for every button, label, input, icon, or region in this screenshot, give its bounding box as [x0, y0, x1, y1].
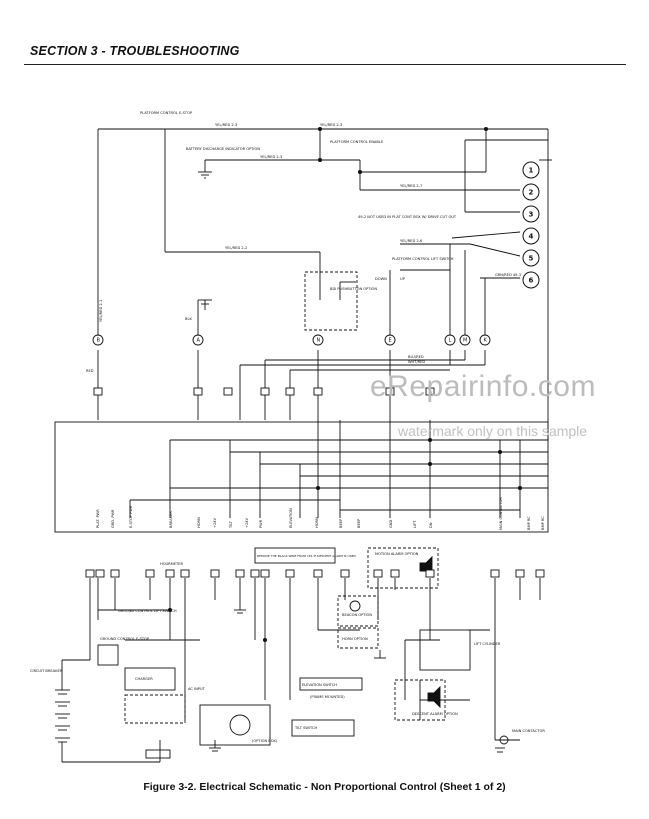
horn-option: [337, 627, 379, 649]
connector-b: B: [97, 338, 101, 344]
label-horn: HORN OPTION: [342, 637, 368, 641]
connector-k: K: [484, 338, 488, 344]
tilt-switch-box: [291, 719, 355, 737]
label-option-box: (OPTION BOX): [252, 739, 278, 743]
label-descent-alarm: DESCENT ALARM OPTION: [412, 712, 458, 716]
ground-estop-box: [97, 644, 119, 666]
charger-box: [124, 667, 176, 691]
label-red: RED: [86, 369, 94, 373]
label-up: UP: [400, 277, 406, 281]
connector-m: M: [463, 338, 467, 344]
bus-label: BEEP: [339, 518, 343, 528]
bus-label: E-STOP PWR: [129, 505, 133, 528]
descent-alarm-option: [394, 679, 446, 721]
connector-pin-1: 1: [529, 167, 534, 175]
figure-caption: Figure 3-2. Electrical Schematic - Non P…: [143, 781, 506, 793]
label-lift-cylinder: LIFT CYLINDER: [474, 642, 501, 646]
bus-label: BMP RC: [527, 516, 531, 530]
bdi-option-box: [304, 271, 358, 331]
motion-alarm-option: [367, 547, 439, 589]
letter-connectors: B A N E L M K: [92, 334, 491, 346]
numbered-connector: 1 2 3 4 5 6: [522, 159, 548, 289]
label-motion-alarm: MOTION ALARM OPTION: [375, 552, 419, 556]
label-ground-lift: GROUND CONTROL LIFT SWITCH: [118, 609, 177, 613]
label-main-contactor: MAIN CONTACTOR: [512, 729, 545, 733]
elevation-switch-box: [299, 677, 363, 691]
option-box: [199, 704, 271, 746]
connector-pin-3: 3: [529, 211, 534, 219]
watermark-main: eRepairinfo.com: [370, 370, 596, 403]
bus-label: DN: [429, 522, 433, 528]
label-yel-red-22: YEL/RED 2-2: [225, 246, 247, 250]
bus-label: +24V: [245, 517, 249, 528]
watermark-sub: watermark only on this sample: [398, 423, 588, 439]
label-ground-estop: GROUND CONTROL E-STOP: [100, 637, 150, 641]
label-hourmeter: HOURMETER: [160, 562, 183, 566]
label-wht-red: WHT/RED: [408, 360, 425, 364]
connector-pin-5: 5: [529, 255, 534, 263]
note-box: [254, 547, 336, 564]
bus-label: HORN: [315, 517, 319, 528]
bus-label: TILT: [229, 520, 233, 529]
label-note-remove: REMOVE THE BLACK WIRE FROM 1P1 IF DESCEN…: [257, 554, 357, 558]
label-blk: BLK: [185, 317, 192, 321]
beacon-symbol: [349, 600, 361, 612]
label-circuit-breaker: CIRCUIT BREAKER: [30, 669, 63, 673]
bus-label: PLAT. PWR: [96, 509, 100, 528]
label-yel-red-27: YEL/RED 2-7: [400, 184, 422, 188]
bus-label: GND: [389, 520, 393, 528]
connector-pin-2: 2: [529, 189, 534, 197]
label-note-49: 49-2 NOT USED IN PLAT CONT BOX W/ DRIVE …: [358, 215, 457, 219]
bus-label: ELEVATION: [289, 508, 293, 528]
label-blu-red: BLU/RED: [408, 355, 424, 359]
connector-l: L: [449, 338, 452, 344]
bus-label: +24V: [213, 517, 217, 528]
label-ac-input: AC INPUT: [188, 687, 206, 691]
bus-labels: PLAT. PWR GRD. PWR E-STOP PWR BREAKER HO…: [96, 497, 545, 530]
label-platform-enable: PLATFORM CONTROL ENABLE: [330, 140, 384, 144]
tilt-sensor-symbol: [229, 714, 251, 736]
label-yel-red-23b: YEL/RED 2-3: [320, 123, 342, 127]
connector-e: E: [389, 338, 392, 344]
label-yel-red-26: YEL/RED 2-6: [400, 239, 423, 243]
bus-label: GRD. PWR: [111, 509, 115, 528]
label-frame-mounted: (FRAME MOUNTED): [310, 695, 345, 699]
connector-n: N: [317, 338, 321, 344]
ac-input-box: [124, 694, 186, 724]
bus-label: PWR: [259, 519, 263, 528]
bus-label: BREAKER: [169, 511, 173, 528]
label-charger: CHARGER: [135, 677, 153, 681]
connector-pin-6: 6: [529, 277, 534, 285]
label-platform-estop: PLATFORM CONTROL E-STOP: [140, 111, 193, 115]
label-yel-red-23c: YEL/RED 2-3: [260, 155, 282, 159]
controller-box: [54, 421, 549, 533]
lift-cylinder-box: [419, 629, 471, 671]
label-tilt-switch: TILT SWITCH: [294, 726, 317, 730]
label-battery-indicator: BATTERY DISCHARGE INDICATOR OPTION: [186, 147, 260, 151]
bus-label: LIFT: [413, 520, 417, 528]
bus-label: BMP RC: [541, 516, 545, 530]
label-bdi-pushbutton: BDI PUSHBUTTON OPTION: [330, 287, 377, 291]
connector-pin-4: 4: [529, 233, 534, 241]
label-grn-red-493: GRN/RED 49-3: [495, 273, 521, 277]
bus-label: BEEP: [357, 518, 361, 528]
header-rule: [24, 64, 626, 65]
beacon-option: [337, 595, 379, 627]
section-title: SECTION 3 - TROUBLESHOOTING: [30, 44, 240, 58]
label-lift-switch: PLATFORM CONTROL LIFT SWITCH: [392, 257, 454, 261]
label-down: DOWN: [375, 277, 387, 281]
connector-a: A: [197, 338, 201, 344]
schematic-labels: PLATFORM CONTROL E-STOP BATTERY DISCHARG…: [30, 111, 545, 743]
label-beacon: BEACON OPTION: [342, 613, 372, 617]
bus-label: HORN: [197, 517, 201, 528]
label-elevation-switch: ELEVATION SWITCH: [302, 683, 337, 687]
label-yel-red-21: YEL/RED 2-1: [99, 300, 103, 322]
label-yel-red-23a: YEL/RED 2-3: [215, 123, 237, 127]
bus-label: MAIN CONTACTOR: [499, 497, 503, 530]
